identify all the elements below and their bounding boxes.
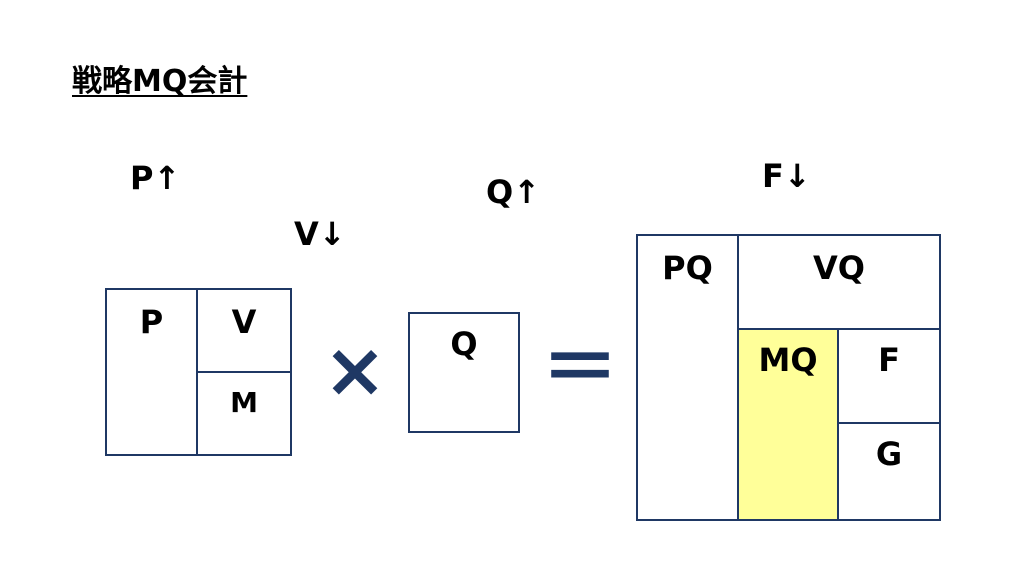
unit-v-label: V [231, 303, 257, 341]
result-mq-label: MQ [758, 341, 818, 379]
unit-box-p: P [105, 288, 198, 456]
result-f-label: F [878, 341, 900, 379]
p-up-label: P↑ [130, 159, 181, 197]
unit-box-v: V [196, 288, 292, 373]
quantity-box: Q [408, 312, 520, 433]
unit-box-m: M [196, 371, 292, 456]
result-box-g: G [837, 422, 941, 521]
v-down-label: V↓ [294, 215, 346, 253]
result-box-f: F [837, 328, 941, 424]
result-g-label: G [875, 435, 903, 473]
result-box-vq: VQ [737, 234, 941, 330]
q-up-label: Q↑ [486, 173, 541, 211]
multiply-sign: × [323, 325, 387, 414]
result-box-pq: PQ [636, 234, 739, 521]
page-title: 戦略MQ会計 [72, 64, 248, 99]
result-vq-label: VQ [813, 249, 865, 287]
unit-m-label: M [230, 386, 258, 419]
result-box-mq: MQ [737, 328, 839, 521]
equals-sign: ＝ [542, 323, 618, 412]
f-down-label: F↓ [762, 157, 811, 195]
quantity-q-label: Q [450, 325, 478, 363]
unit-p-label: P [139, 303, 164, 341]
result-pq-label: PQ [662, 249, 713, 287]
